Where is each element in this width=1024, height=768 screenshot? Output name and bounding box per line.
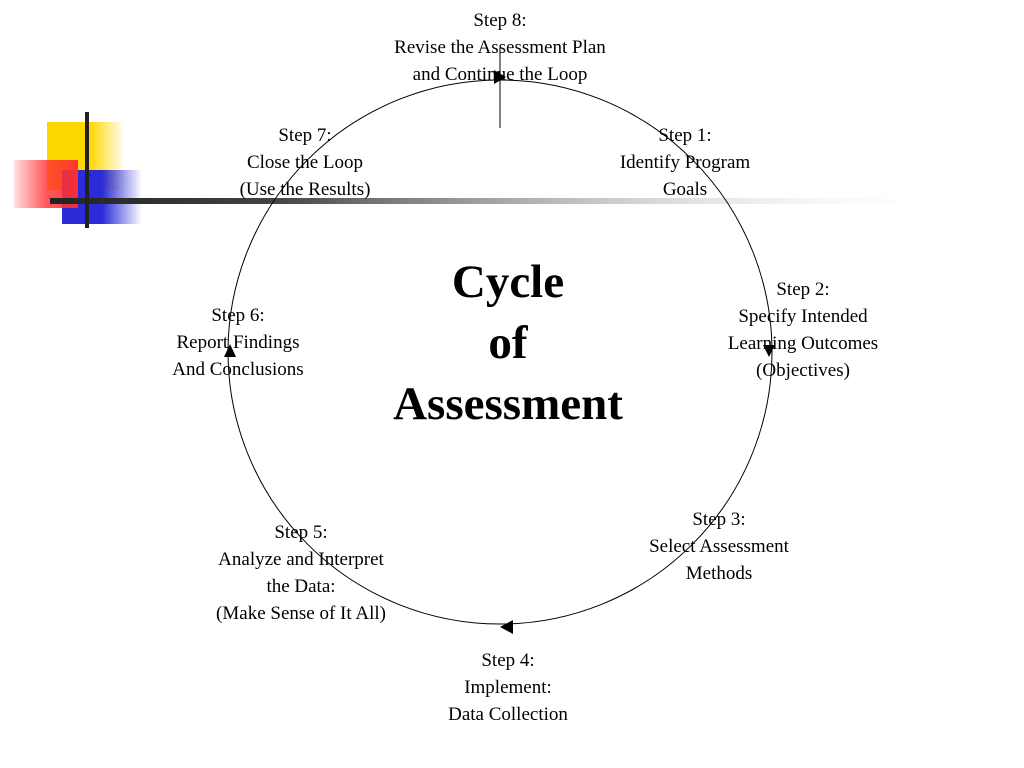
step-1-text-line-1: Identify Program [619,152,751,173]
step-3-text-line-2: Methods [685,563,753,584]
step-4-number: Step 4: [481,650,535,671]
step-1-label: Step 1: Identify Program Goals [585,122,785,203]
step-3-text-line-1: Select Assessment [649,536,789,557]
step-2-number: Step 2: [776,279,830,300]
step-7-number: Step 7: [278,125,332,146]
step-8-label: Step 8: Revise the Assessment Plan and C… [350,7,650,88]
step-1-number: Step 1: [658,125,712,146]
vertical-rule [85,112,89,228]
step-2-label: Step 2: Specify Intended Learning Outcom… [693,276,913,384]
step-2-text-line-1: Specify Intended [738,306,868,327]
step-5-number: Step 5: [274,522,328,543]
step-5-label: Step 5: Analyze and Interpret the Data: … [181,519,421,627]
step-4-text-line-2: Data Collection [448,704,568,725]
step-6-text-line-2: And Conclusions [172,359,304,380]
step-6-label: Step 6: Report Findings And Conclusions [138,302,338,383]
step-3-label: Step 3: Select Assessment Methods [619,506,819,587]
center-title-line-1: Cycle [451,256,565,308]
step-2-text-line-2: Learning Outcomes [727,333,879,354]
arrow-bottom-left [500,620,513,634]
step-8-text-line-1: Revise the Assessment Plan [394,37,606,58]
step-8-text-line-2: and Continue the Loop [412,64,588,85]
step-3-number: Step 3: [692,509,746,530]
center-title-line-2: of [488,317,528,369]
step-4-label: Step 4: Implement: Data Collection [408,647,608,728]
step-5-text-line-3: (Make Sense of It All) [216,603,386,624]
arrow-right-down [763,345,775,357]
center-title-line-3: Assessment [393,378,623,430]
step-5-text-line-2: the Data: [266,576,336,597]
step-1-text-line-2: Goals [662,179,708,200]
step-7-label: Step 7: Close the Loop (Use the Results) [205,122,405,203]
step-7-text-line-2: (Use the Results) [239,179,371,200]
step-4-text-line-1: Implement: [464,677,552,698]
arrow-left-up [224,344,236,357]
center-title: Cycle of Assessment [358,252,658,435]
horizontal-rule [50,198,960,204]
step-8-number: Step 8: [473,10,527,31]
step-6-number: Step 6: [211,305,265,326]
step-2-text-line-3: (Objectives) [756,360,850,381]
step-6-text-line-1: Report Findings [176,332,300,353]
step-5-text-line-1: Analyze and Interpret [218,549,384,570]
step-7-text-line-1: Close the Loop [246,152,364,173]
arrow-top-right [494,70,506,84]
